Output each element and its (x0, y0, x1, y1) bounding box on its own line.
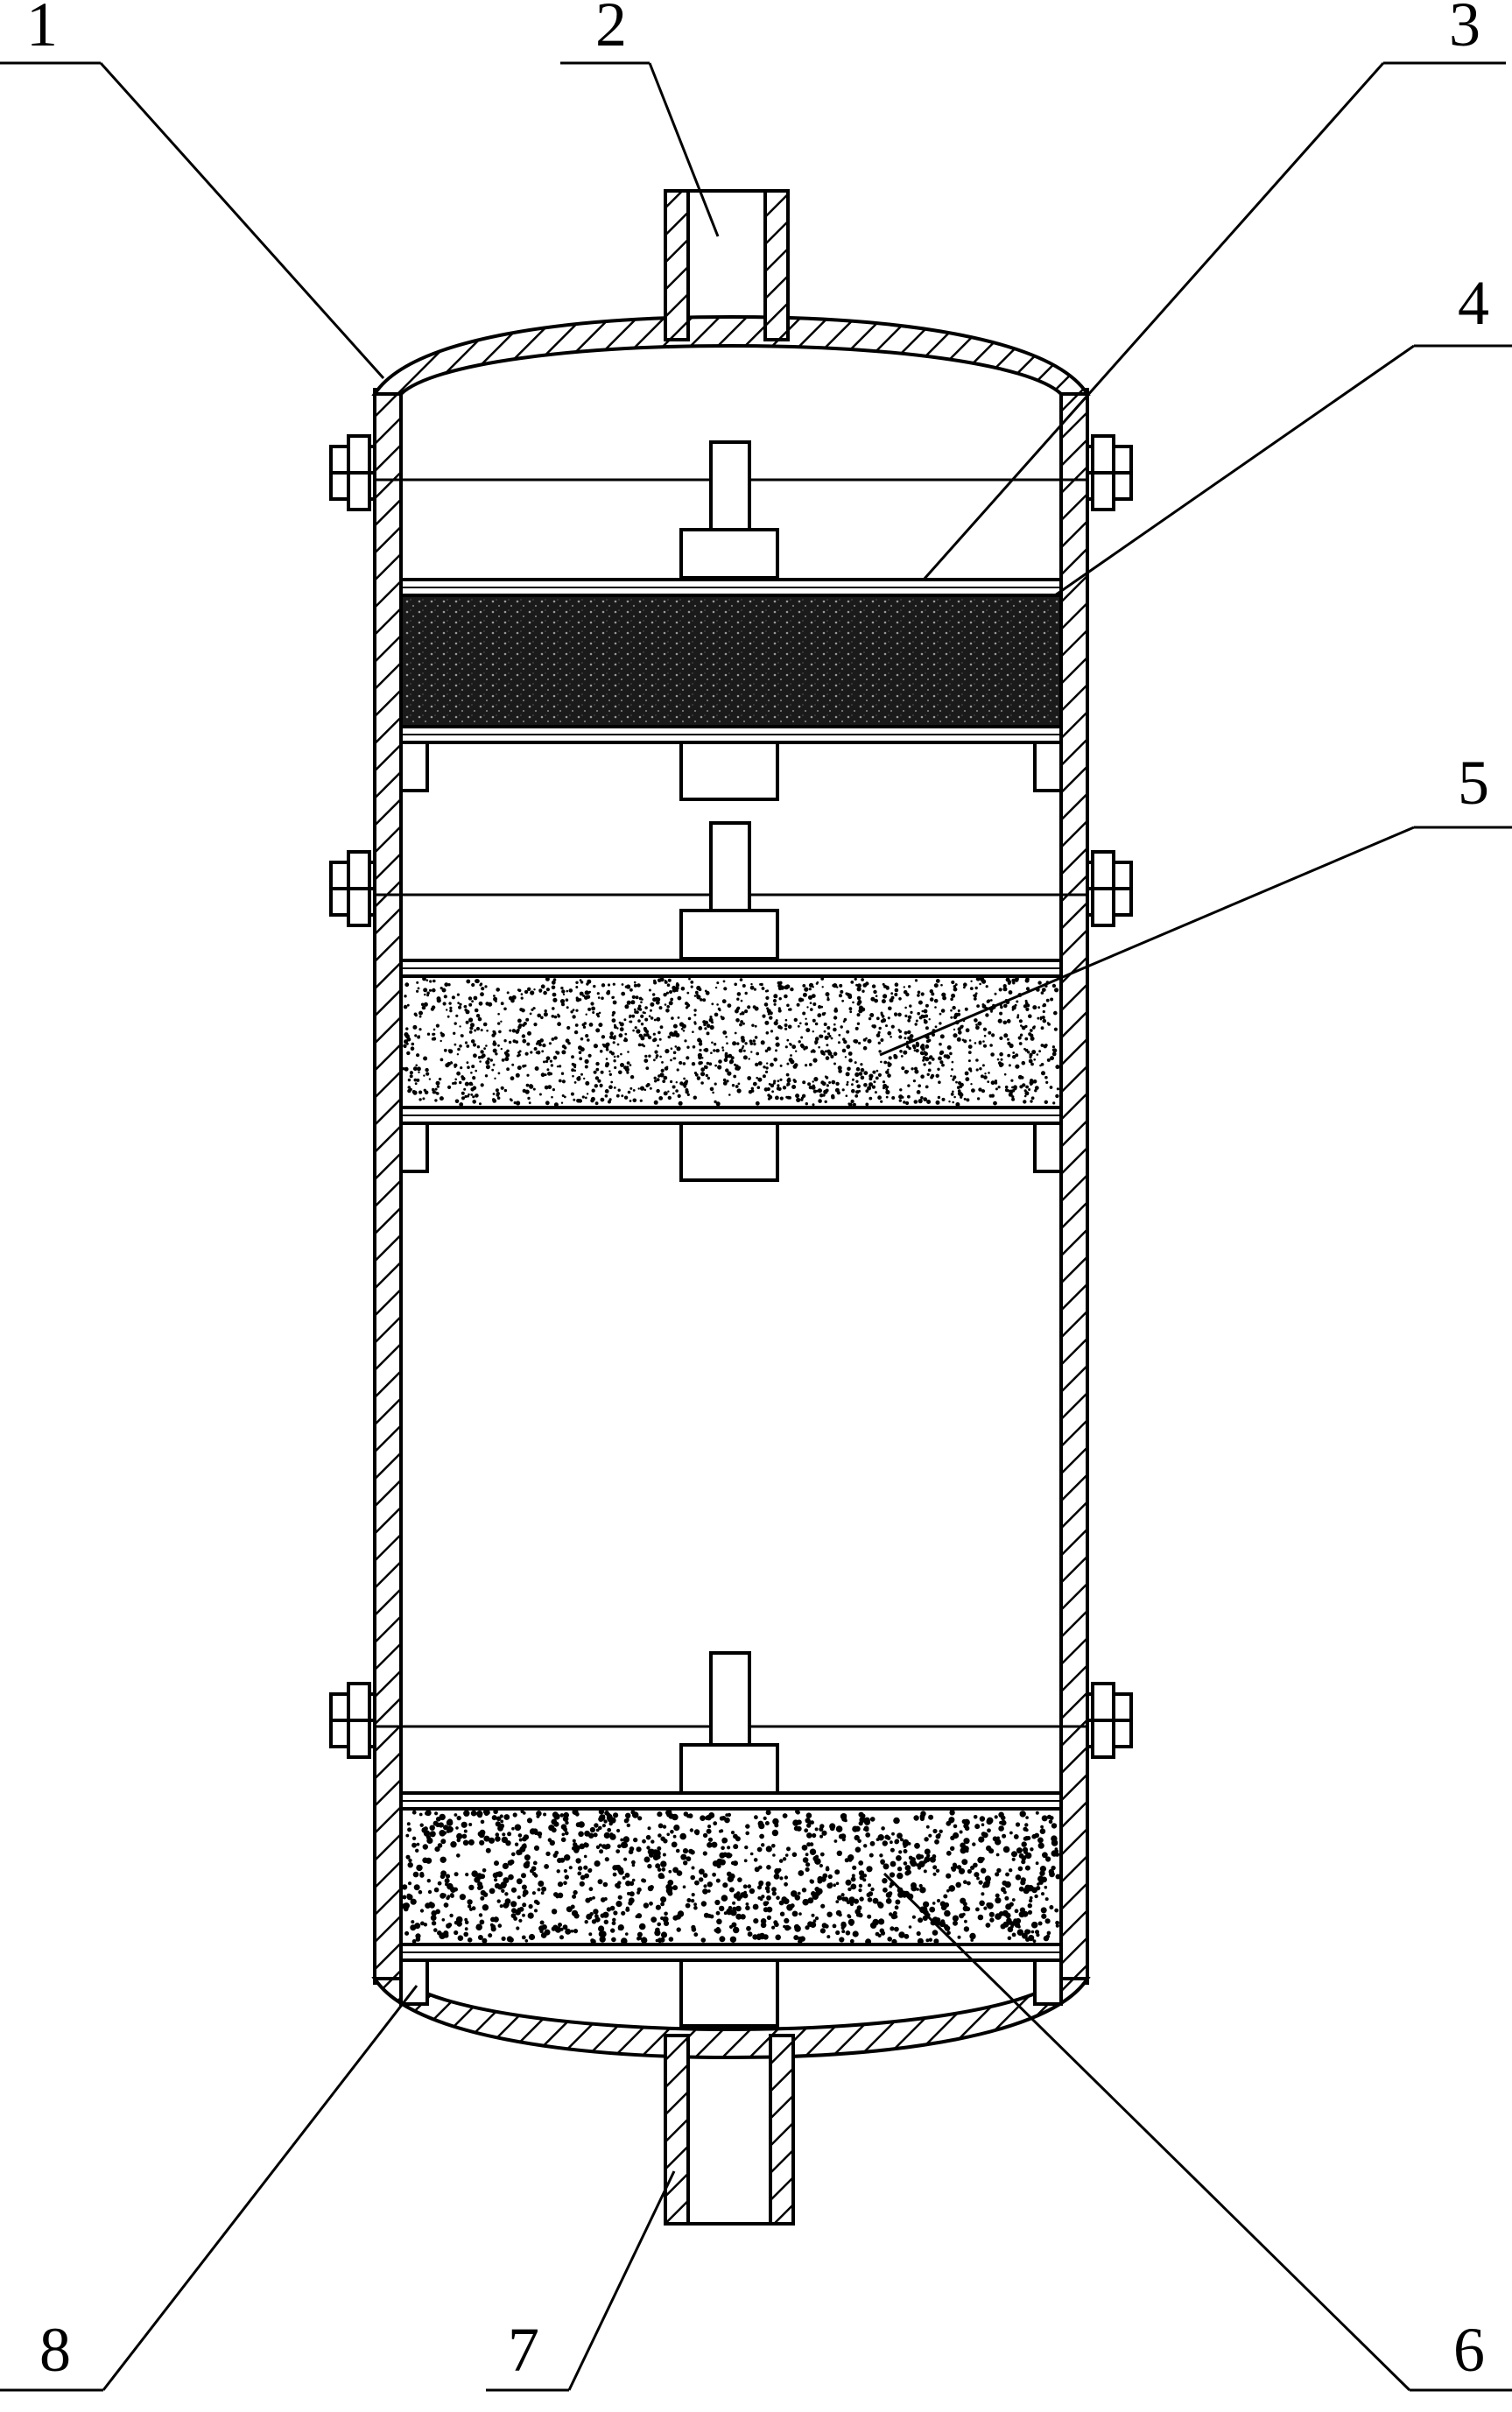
stage1-top-nut (679, 528, 779, 580)
stage2-bottom-nut (679, 1122, 779, 1182)
leader-6 (883, 1872, 1411, 2392)
stage2-support-right (1033, 1122, 1063, 1173)
stage3-top-nut (679, 1743, 779, 1795)
leader-5 (879, 826, 1415, 1057)
outlet-pipe-wall-right (769, 2034, 795, 2226)
vessel-wall-left (373, 388, 403, 1985)
leader-7 (567, 2170, 676, 2391)
stage1-bottom-nut (679, 741, 779, 801)
callout-8: 8 (39, 2315, 71, 2385)
stage2-support-left (399, 1122, 429, 1173)
callout-5: 5 (1458, 748, 1489, 818)
callout-7: 7 (508, 2315, 539, 2385)
stage3-bottom-nut (679, 1958, 779, 2028)
stage3-rod (709, 1651, 751, 1755)
stage3-speckles (401, 1808, 1061, 1945)
stage2-rod (709, 821, 751, 921)
callout-6: 6 (1453, 2315, 1485, 2385)
callout-1: 1 (26, 0, 58, 60)
flange-bolt-right-3 (1086, 1682, 1133, 1759)
vessel-top-head (371, 314, 1091, 396)
outlet-pipe-wall-left (664, 2034, 690, 2226)
leader-4 (1054, 344, 1415, 597)
callout-4: 4 (1458, 268, 1489, 338)
flange-bolt-right-2 (1086, 850, 1133, 927)
leader-3 (922, 62, 1385, 580)
leader-2 (648, 62, 720, 237)
stage1-rod (709, 440, 751, 540)
stage2-top-nut (679, 909, 779, 960)
stage3-support-right (1033, 1958, 1063, 2006)
leader-1 (99, 61, 385, 380)
flange-bolt-right-1 (1086, 434, 1133, 511)
leader-lines (0, 61, 1512, 2392)
callout-3: 3 (1449, 0, 1480, 60)
stage3-support-left (399, 1958, 429, 2006)
filter-stage-1 (375, 440, 1087, 801)
stage1-support-left (399, 741, 429, 792)
stage2-media-fine (399, 974, 1063, 1109)
flange-bolt-left-2 (329, 850, 376, 927)
leader-8 (102, 1985, 418, 2391)
flange-bolt-left-1 (329, 434, 376, 511)
stage1-media-dense (399, 594, 1063, 728)
inlet-pipe-wall-left (664, 189, 690, 341)
filter-stage-2 (375, 821, 1087, 1182)
flange-bolt-left-3 (329, 1682, 376, 1759)
callout-2: 2 (595, 0, 627, 60)
inlet-pipe-wall-right (763, 189, 790, 341)
vessel-bottom-head (371, 1977, 1091, 2060)
stage1-support-right (1033, 741, 1063, 792)
vessel-wall-right (1059, 388, 1089, 1985)
